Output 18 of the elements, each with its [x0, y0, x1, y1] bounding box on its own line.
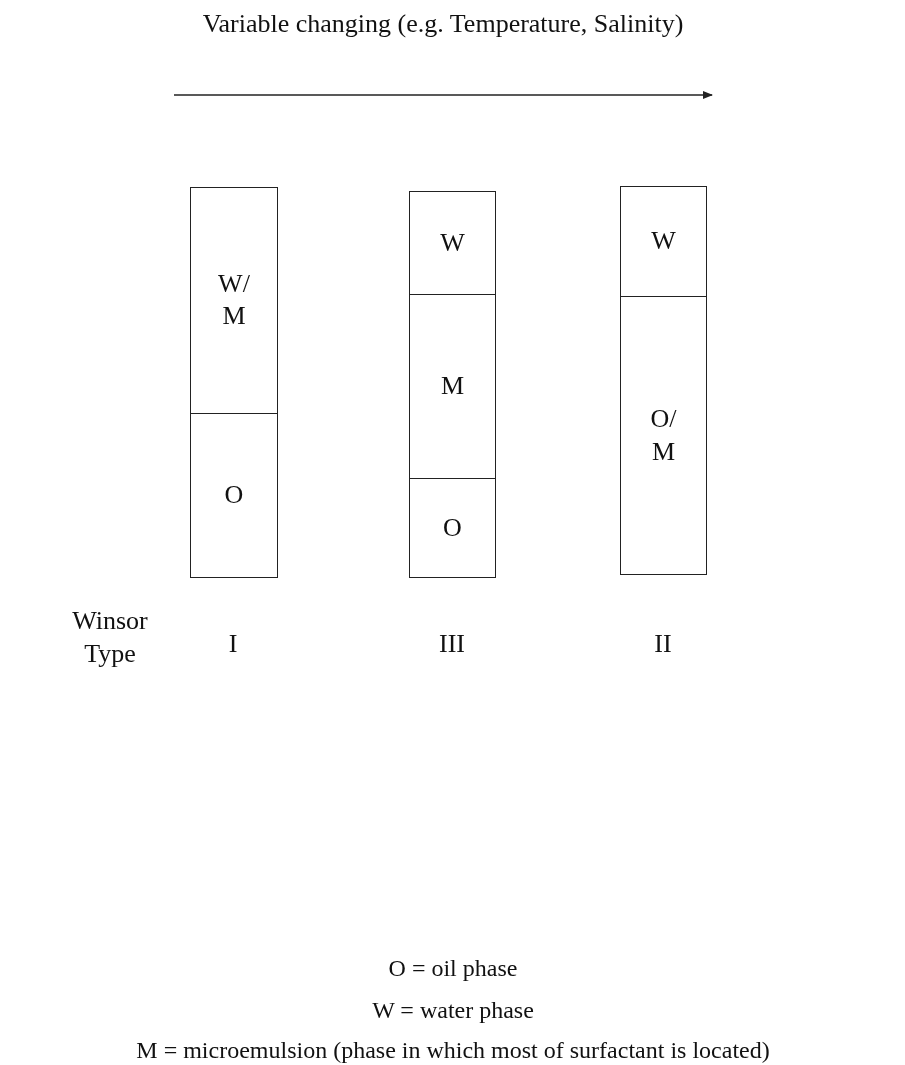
label-text: Winsor Type	[71, 605, 149, 670]
tube-outline	[190, 187, 278, 578]
tube-outline	[409, 191, 496, 578]
phase-label: O/ M	[649, 403, 678, 468]
label-text: Variable changing (e.g. Temperature, Salinity)	[202, 8, 684, 40]
label-text: O = oil phase	[388, 954, 518, 983]
label-text: II	[654, 628, 672, 660]
phase-label: W	[440, 227, 465, 259]
phase-label: W	[651, 225, 676, 258]
tube-outline	[620, 186, 707, 575]
phase-label: O	[224, 479, 244, 512]
phase-label: M	[440, 370, 465, 403]
phase-label: W/ M	[217, 267, 251, 333]
label-text: I	[228, 628, 238, 660]
label-text: III	[439, 628, 465, 660]
phase-label: O	[443, 511, 462, 544]
label-text: M = microemulsion (phase in which most of surfactant is located)	[136, 1036, 770, 1065]
label-text: W = water phase	[372, 996, 534, 1025]
